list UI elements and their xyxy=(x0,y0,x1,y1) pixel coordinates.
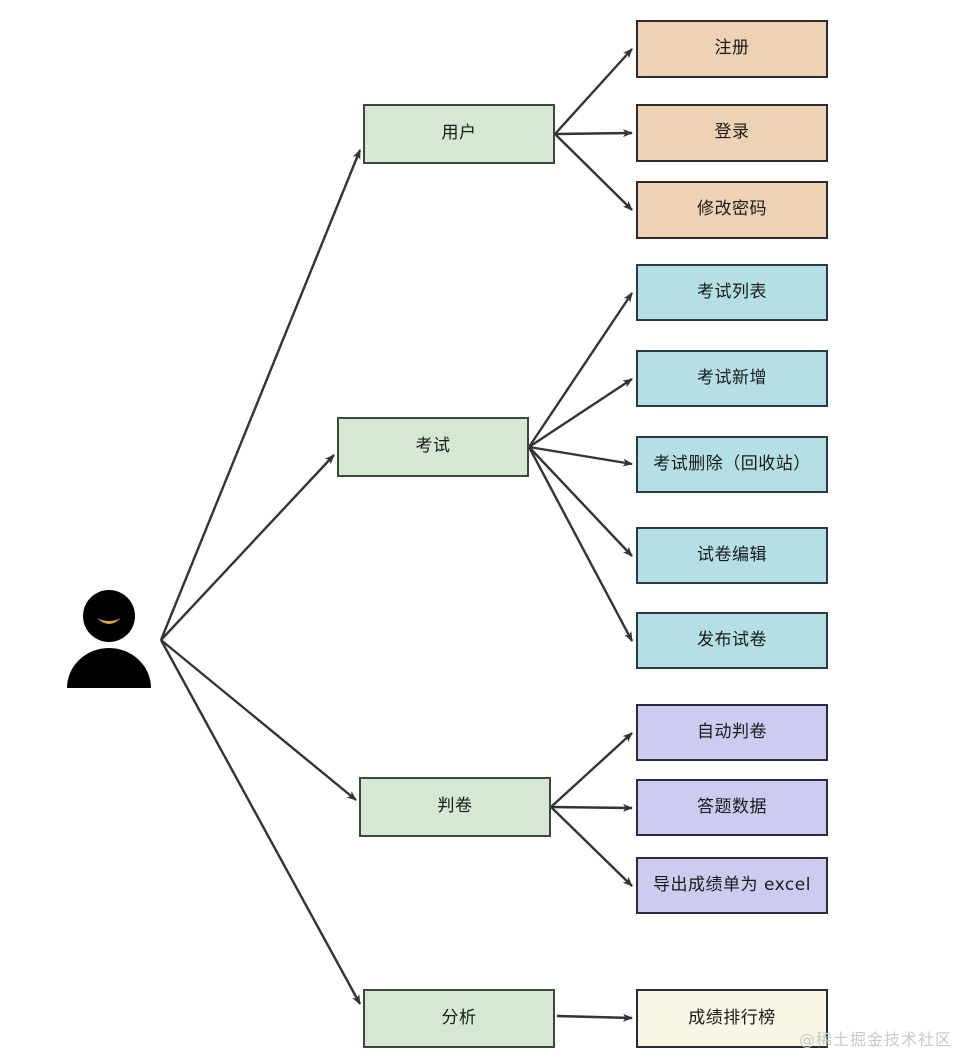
leaf-node-exam-4[interactable]: 试卷编辑 xyxy=(636,527,828,584)
actor-connector-group xyxy=(159,149,362,1005)
group-edge-exam-7 xyxy=(528,446,633,557)
group-connector-group xyxy=(527,48,634,1022)
actor-edge-2 xyxy=(160,454,335,641)
group-edge-grade-10 xyxy=(550,803,633,812)
leaf-node-exam-5[interactable]: 发布试卷 xyxy=(636,612,828,669)
leaf-node-analysis-1[interactable]: 成绩排行榜 xyxy=(636,989,828,1048)
actor-body-icon xyxy=(67,648,151,688)
actor-smile-icon xyxy=(97,618,121,624)
group-edge-exam-4 xyxy=(528,292,633,448)
leaf-node-grade-2[interactable]: 答题数据 xyxy=(636,779,828,836)
leaf-node-user-2[interactable]: 登录 xyxy=(636,104,828,162)
group-node-user[interactable]: 用户 xyxy=(363,104,555,164)
leaf-node-exam-2[interactable]: 考试新增 xyxy=(636,350,828,407)
group-node-exam[interactable]: 考试 xyxy=(337,417,529,477)
group-node-grade[interactable]: 判卷 xyxy=(359,777,551,837)
actor-edge-4 xyxy=(159,639,362,1005)
leaf-node-exam-3[interactable]: 考试删除（回收站） xyxy=(636,436,828,493)
group-edge-user-3 xyxy=(554,133,633,211)
group-edge-user-1 xyxy=(554,48,633,135)
actor-edge-3 xyxy=(160,639,357,801)
actor-head-icon xyxy=(83,590,135,642)
actor-edge-1 xyxy=(159,149,362,641)
group-edge-exam-8 xyxy=(527,446,634,642)
group-edge-exam-5 xyxy=(528,377,633,449)
group-edge-user-2 xyxy=(554,129,633,138)
group-edge-exam-6 xyxy=(528,445,633,467)
group-node-analysis[interactable]: 分析 xyxy=(363,989,555,1048)
leaf-node-user-1[interactable]: 注册 xyxy=(636,20,828,78)
group-edge-analysis-12 xyxy=(556,1013,633,1022)
leaf-node-exam-1[interactable]: 考试列表 xyxy=(636,264,828,321)
leaf-node-grade-3[interactable]: 导出成绩单为 excel xyxy=(636,857,828,914)
group-edge-grade-11 xyxy=(550,806,633,887)
leaf-node-user-3[interactable]: 修改密码 xyxy=(636,181,828,239)
watermark-text: @稀土掘金技术社区 xyxy=(798,1030,952,1049)
leaf-node-grade-1[interactable]: 自动判卷 xyxy=(636,704,828,761)
actor-figure xyxy=(67,590,151,688)
group-edge-grade-9 xyxy=(550,732,633,808)
